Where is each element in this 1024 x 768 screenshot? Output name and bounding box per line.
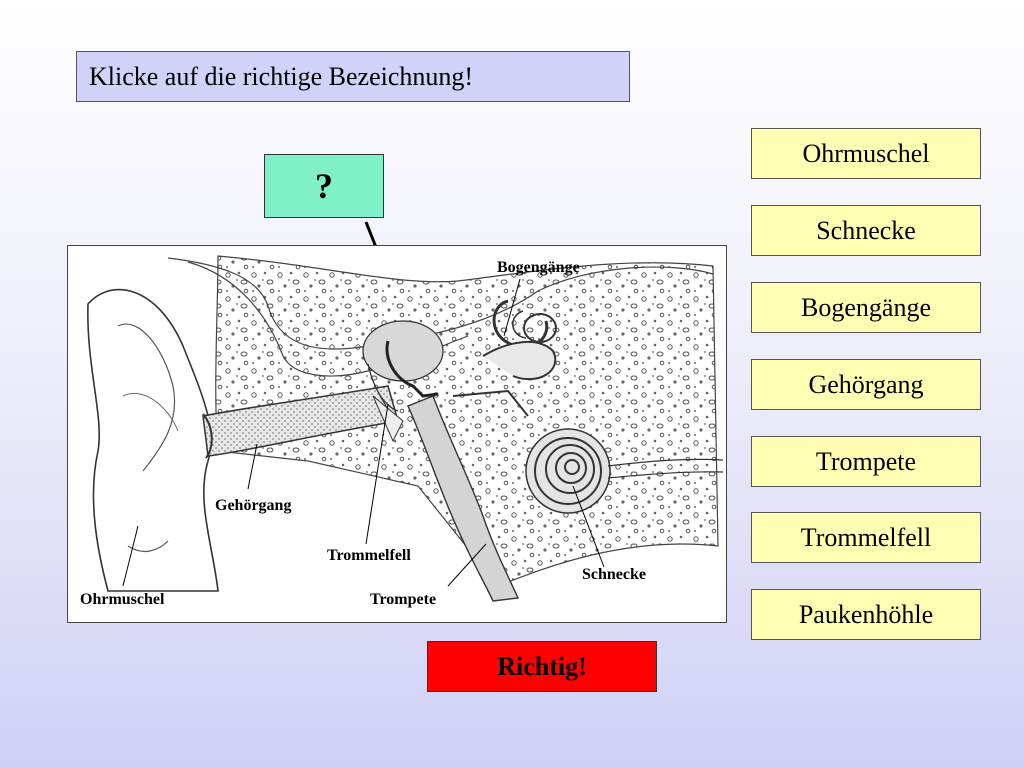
label-schnecke: Schnecke	[582, 566, 646, 583]
label-trompete: Trompete	[370, 591, 437, 608]
label-bogengaenge: Bogengänge	[497, 259, 580, 276]
option-trompete[interactable]: Trompete	[751, 436, 981, 487]
question-mark-box: ?	[264, 154, 384, 218]
option-gehoergang[interactable]: Gehörgang	[751, 359, 981, 410]
instruction-banner: Klicke auf die richtige Bezeichnung!	[76, 51, 630, 102]
label-ohrmuschel: Ohrmuschel	[80, 591, 165, 608]
option-bogengaenge[interactable]: Bogengänge	[751, 282, 981, 333]
feedback-richtig: Richtig!	[427, 641, 657, 692]
option-trommelfell[interactable]: Trommelfell	[751, 512, 981, 563]
option-ohrmuschel[interactable]: Ohrmuschel	[751, 128, 981, 179]
option-schnecke[interactable]: Schnecke	[751, 205, 981, 256]
label-trommelfell: Trommelfell	[327, 547, 411, 564]
option-paukenhoehle[interactable]: Paukenhöhle	[751, 589, 981, 640]
ear-illustration	[87, 255, 724, 602]
ear-diagram: Bogengänge Gehörgang Trommelfell Schneck…	[67, 245, 727, 623]
label-gehoergang: Gehörgang	[215, 497, 292, 514]
